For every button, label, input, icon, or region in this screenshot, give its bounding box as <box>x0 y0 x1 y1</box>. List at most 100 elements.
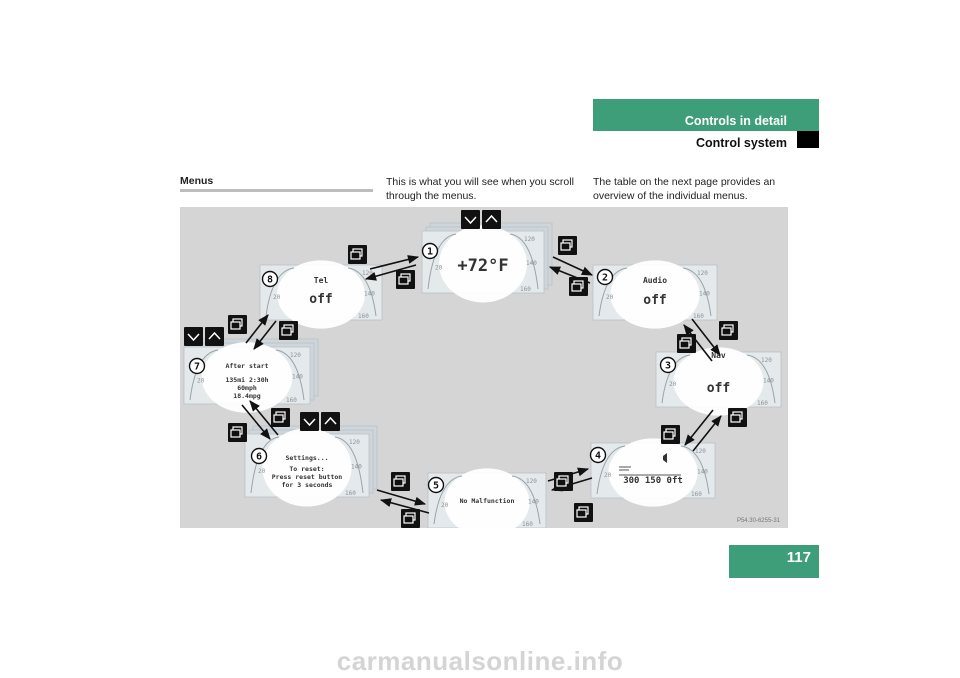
callout-badge-3: 3 <box>659 356 677 374</box>
gauge-tick-label: 20 <box>441 502 449 509</box>
screen-line: Settings... <box>285 454 328 462</box>
page-down-key-icon <box>271 408 290 427</box>
gauge-tick-label: 160 <box>520 286 531 293</box>
scroll-arrow <box>369 255 420 270</box>
gauge-tick-label: 120 <box>526 478 537 485</box>
callout-badge-8: 8 <box>261 270 279 288</box>
speaker-icon <box>663 453 667 463</box>
page-number-box: 117 <box>729 545 819 578</box>
callout-badge-2: 2 <box>596 268 614 286</box>
heading-rule <box>180 189 373 192</box>
gauge-tick-label: 160 <box>757 400 768 407</box>
screen-5: 20 120 140 160 No Malfunction 5 <box>427 468 547 537</box>
svg-text:3: 3 <box>665 361 671 372</box>
gauge-tick-label: 20 <box>197 377 205 384</box>
scroll-arrow <box>249 400 279 436</box>
screen-line: off <box>309 292 332 307</box>
callout-badge-5: 5 <box>427 476 445 494</box>
screen-line: off <box>643 293 666 308</box>
page-up-key-icon <box>348 245 367 264</box>
scroll-arrow <box>552 256 594 276</box>
gauge-tick-label: 20 <box>435 264 443 271</box>
section-title: Controls in detail <box>684 114 787 128</box>
gauge-tick-label: 140 <box>351 464 362 471</box>
intro-text-col2: This is what you will see when you scrol… <box>386 176 574 202</box>
gauge-tick-label: 20 <box>604 472 612 479</box>
gauge-tick-label: 120 <box>697 270 708 277</box>
subsection-title: Control system <box>696 136 787 150</box>
scroll-arrow <box>364 264 417 281</box>
gauge-tick-label: 20 <box>606 294 614 301</box>
gauge-tick-label: 20 <box>258 468 266 475</box>
scroll-arrow <box>691 318 721 356</box>
scroll-arrow <box>253 320 277 350</box>
scroll-arrow <box>241 404 271 440</box>
menu-diagram-svg: 20120140160+72°F120120140160Audiooff2201… <box>183 210 782 537</box>
screen-line: To reset: <box>289 465 324 473</box>
svg-text:7: 7 <box>194 362 200 373</box>
scroll-arrow <box>379 498 430 514</box>
scroll-arrow <box>245 314 269 344</box>
page-down-key-icon <box>569 277 588 296</box>
gauge-tick-label: 120 <box>524 236 535 243</box>
svg-text:5: 5 <box>433 481 439 492</box>
gauge-tick-label: 140 <box>697 468 708 475</box>
page-up-key-icon <box>228 315 247 334</box>
screen-line: off <box>707 381 730 396</box>
gauge-tick-label: 160 <box>286 397 297 404</box>
callout-badge-4: 4 <box>589 446 607 464</box>
page-down-key-icon <box>728 408 747 427</box>
gauge-tick-label: 20 <box>273 294 281 301</box>
page-down-key-icon <box>554 472 573 491</box>
gauge-tick-label: 140 <box>528 498 539 505</box>
scroll-arrow <box>683 324 713 362</box>
page-down-key-icon <box>396 270 415 289</box>
screen-line: No Malfunction <box>460 497 515 505</box>
gauge-tick-label: 120 <box>695 448 706 455</box>
gauge-tick-label: 160 <box>345 490 356 497</box>
scroll-arrow <box>692 415 722 452</box>
page-down-key-icon <box>279 321 298 340</box>
page-up-key-icon <box>719 321 738 340</box>
gauge-tick-label: 160 <box>691 491 702 498</box>
gauge-tick-label: 140 <box>364 290 375 297</box>
page-up-key-icon <box>661 425 680 444</box>
section-header-bar: Controls in detail <box>593 99 819 131</box>
up-down-key-icon <box>184 327 224 346</box>
gauge-tick-label: 160 <box>693 313 704 320</box>
gauge-tick-label: 120 <box>290 352 301 359</box>
page-up-key-icon <box>391 472 410 491</box>
svg-text:2: 2 <box>602 273 608 284</box>
gauge-tick-label: 140 <box>699 290 710 297</box>
gauge-tick-label: 160 <box>358 313 369 320</box>
page-down-key-icon <box>677 334 696 353</box>
menus-heading: Menus <box>180 175 214 187</box>
screen-line: 135mi 2:30h <box>225 376 268 384</box>
figure-code: P54.30-6255-31 <box>736 518 780 524</box>
page-number: 117 <box>786 549 811 566</box>
up-down-key-icon <box>300 412 340 431</box>
screen-line: for 3 seconds <box>282 481 333 489</box>
page-up-key-icon <box>228 423 247 442</box>
page-down-key-icon <box>574 503 593 522</box>
screen-line: 300 150 0ft <box>623 476 683 486</box>
svg-text:8: 8 <box>267 275 273 286</box>
gauge-tick-label: 120 <box>362 270 373 277</box>
gauge-tick-label: 160 <box>522 521 533 528</box>
callout-badge-1: 1 <box>421 242 439 260</box>
gauge-tick-label: 140 <box>292 373 303 380</box>
gauge-tick-label: 20 <box>669 381 677 388</box>
gauge-tick-label: 120 <box>349 439 360 446</box>
scroll-arrows <box>241 255 722 514</box>
page-up-key-icon <box>401 509 420 528</box>
screen-line: After start <box>225 362 268 370</box>
intro-text-col3: The table on the next page provides an o… <box>593 176 776 202</box>
gauge-tick-label: 120 <box>761 357 772 364</box>
callout-badge-6: 6 <box>250 447 268 465</box>
